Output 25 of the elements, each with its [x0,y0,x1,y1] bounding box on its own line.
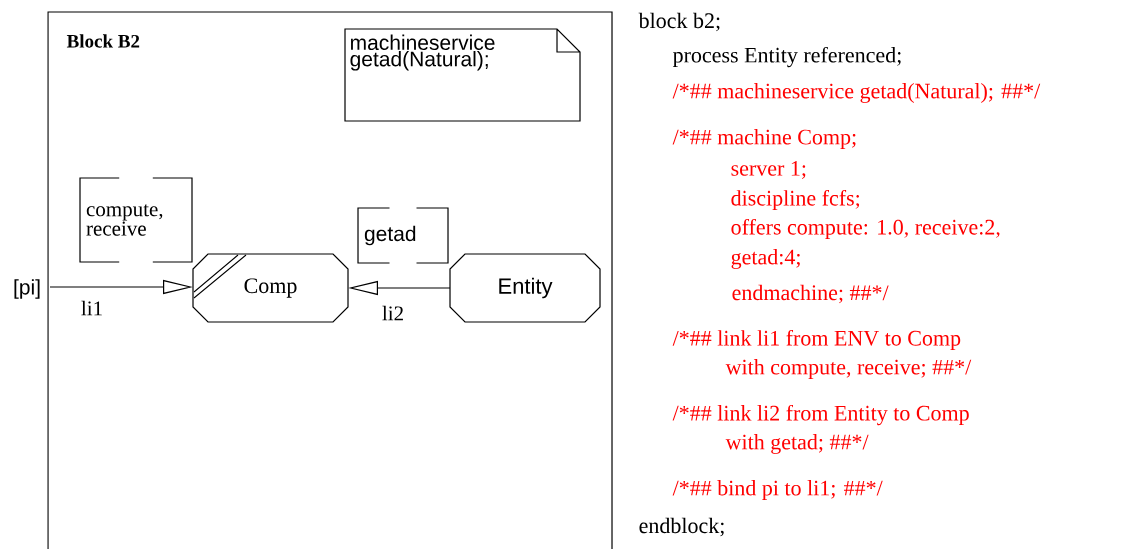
code-comment: /*## machineservice getad(Natural); [672,83,993,103]
code-comment: discipline fcfs; [731,189,860,211]
port-label: [pi] [14,279,40,299]
signal-list: getad [357,207,449,264]
note-box: machineservice getad(Natural); [344,28,581,122]
edge-label: li2 [382,305,403,321]
code-line: process Entity referenced; [672,46,901,68]
code-comment: server 1; [731,161,806,179]
code-comment: with compute, receive; ##*/ [725,359,972,379]
code-comment: /*## bind pi to li1; [672,480,835,500]
code-line: endblock; [639,517,724,537]
code-comment: /*## machine Comp; [672,129,856,149]
code-line: block b2; [638,12,720,32]
code-comment: ##*/ [844,480,883,496]
code-comment: getad:4; [731,249,800,269]
code-comment: ##*/ [1001,83,1041,99]
edge-label: li1 [81,300,102,316]
process-box: Entity [449,253,601,323]
machine-box: Comp [192,253,349,323]
code-comment: endmachine; ##*/ [732,284,889,304]
code-comment: offers compute: 1.0, receive:2, [731,218,1000,240]
code-comment: /*## link li2 from Entity to Comp [672,404,969,426]
code-comment: with getad; ##*/ [725,434,869,454]
signal-list: compute, receive [79,177,193,263]
code-comment: /*## link li1 from ENV to Comp [672,329,961,351]
